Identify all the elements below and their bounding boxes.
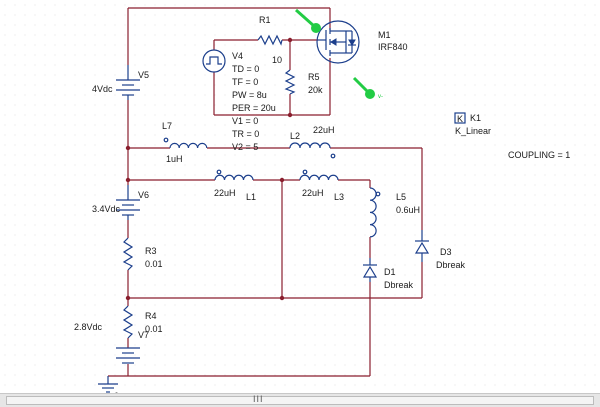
d3-model: Dbreak (436, 260, 466, 270)
v4-param-v1: V1 = 0 (232, 116, 258, 126)
r1-ref: R1 (259, 15, 271, 25)
svg-text:v-: v- (378, 94, 383, 100)
l3-value: 22uH (302, 188, 324, 198)
r5-value: 20k (308, 85, 323, 95)
k1-model: K_Linear (455, 126, 491, 136)
l3-ref: L3 (334, 192, 344, 202)
v4-pulse-source[interactable]: V4 TD = 0 TF = 0 PW = 8u PER = 20u V1 = … (202, 49, 276, 152)
m1-mosfet[interactable]: M1 IRF840 (316, 20, 408, 64)
m1-model: IRF840 (378, 42, 408, 52)
r3-value: 0.01 (145, 259, 163, 269)
junction-dots (125, 37, 293, 301)
v7-value: 2.8Vdc (74, 322, 103, 332)
l3-inductor[interactable]: 22uH L3 (299, 169, 344, 202)
r1-value: 10 (272, 55, 282, 65)
l1-value: 22uH (214, 188, 236, 198)
v5-ref: V5 (138, 70, 149, 80)
l2-ref: L2 (290, 131, 300, 141)
l2-value: 22uH (313, 125, 335, 135)
k1-ref: K1 (470, 113, 481, 123)
r5-resistor[interactable]: R5 20k (284, 69, 323, 95)
l1-ref: L1 (246, 192, 256, 202)
d3-diode[interactable]: D3 Dbreak (414, 230, 466, 270)
v5-battery[interactable]: V5 4Vdc (92, 65, 149, 100)
r3-resistor[interactable]: R3 0.01 (122, 237, 163, 271)
v5-value: 4Vdc (92, 84, 113, 94)
v6-battery[interactable]: V6 3.4Vdc (92, 185, 149, 220)
voltage-probe-markers[interactable]: v- (295, 8, 383, 100)
v4-param-v2: V2 = 5 (232, 142, 258, 152)
v4-param-td: TD = 0 (232, 64, 259, 74)
v6-ref: V6 (138, 190, 149, 200)
r3-ref: R3 (145, 246, 157, 256)
r4-ref: R4 (145, 311, 157, 321)
k1-coupling-value: COUPLING = 1 (508, 150, 570, 160)
r1-resistor[interactable]: R1 10 (257, 15, 283, 65)
k1-symbol: K (457, 114, 463, 124)
v4-ref: V4 (232, 51, 243, 61)
l5-inductor[interactable]: L5 0.6uH (369, 187, 420, 238)
v7-battery[interactable]: V7 2.8Vdc (74, 322, 149, 364)
m1-ref: M1 (378, 30, 391, 40)
l7-ref: L7 (162, 121, 172, 131)
r5-ref: R5 (308, 72, 320, 82)
v4-param-pw: PW = 8u (232, 90, 267, 100)
l5-value: 0.6uH (396, 205, 420, 215)
scrollbar-grip[interactable]: III (253, 394, 264, 404)
horizontal-scrollbar[interactable]: III (0, 393, 600, 407)
wires (108, 7, 423, 377)
d1-diode[interactable]: D1 Dbreak (362, 258, 414, 290)
l5-ref: L5 (396, 192, 406, 202)
v4-param-tr: TR = 0 (232, 129, 259, 139)
l1-inductor[interactable]: 22uH L1 (214, 169, 256, 202)
v4-param-tf: TF = 0 (232, 77, 258, 87)
k1-coupling[interactable]: K K1 K_Linear COUPLING = 1 (454, 112, 570, 160)
d3-ref: D3 (440, 247, 452, 257)
scrollbar-thumb[interactable]: III (6, 394, 594, 405)
v6-value: 3.4Vdc (92, 204, 121, 214)
l7-inductor[interactable]: L7 1uH (162, 121, 208, 164)
r4-value: 0.01 (145, 324, 163, 334)
v7-ref: V7 (138, 330, 149, 340)
v4-param-per: PER = 20u (232, 103, 276, 113)
d1-ref: D1 (384, 267, 396, 277)
d1-model: Dbreak (384, 280, 414, 290)
r4-resistor[interactable]: R4 0.01 (122, 305, 163, 339)
l7-value: 1uH (166, 154, 183, 164)
l2-inductor[interactable]: L2 22uH (289, 125, 336, 159)
